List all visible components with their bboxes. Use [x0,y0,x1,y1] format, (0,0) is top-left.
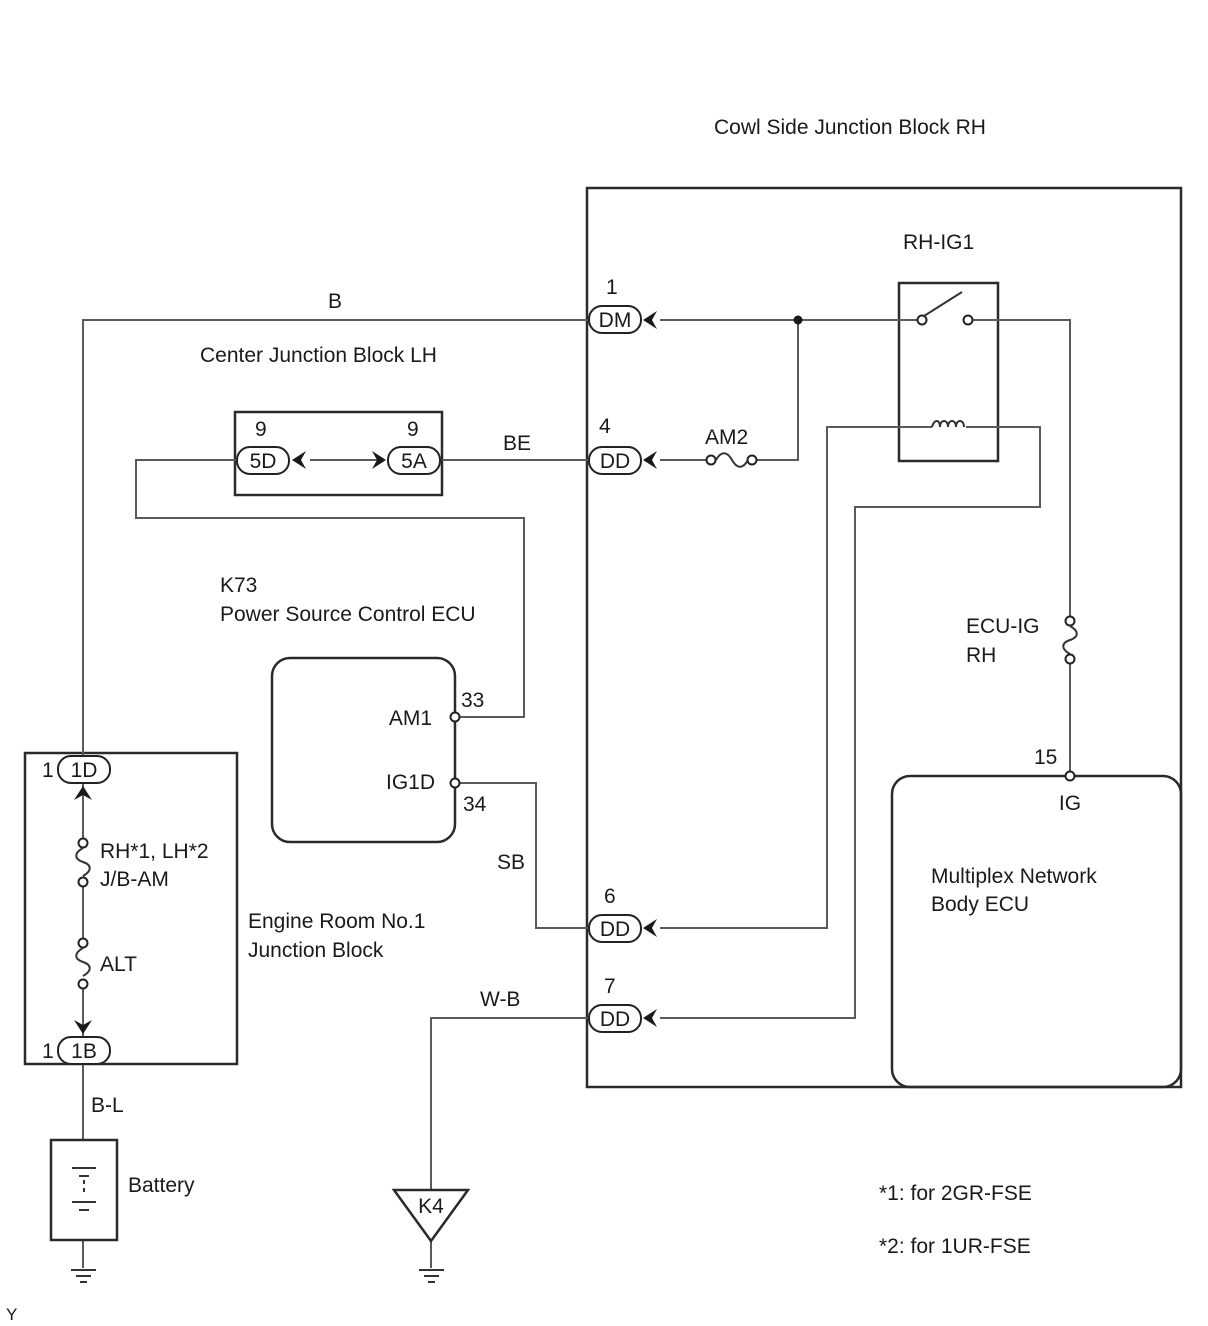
pin-ig [1064,770,1076,782]
fuse-jb-am-label-1: RH*1, LH*2 [100,840,209,863]
multiplex-network-body-ecu [890,774,1183,1089]
fuse-ecu-ig-rh [1062,615,1078,665]
connector-dd-7: DD [588,1004,657,1033]
connector-dd-4-label: DD [600,450,630,473]
pin-ig1d-label: IG1D [386,771,435,794]
footnote-2: *2: for 1UR-FSE [879,1235,1031,1258]
pin-am1 [449,711,461,723]
wire-network [82,319,1071,1268]
connector-1b-label: 1B [71,1040,97,1063]
wire-b-label: B [328,290,342,313]
battery-symbol [49,1138,119,1242]
connector-1b: 1B [57,1020,111,1065]
pin-dd6-number: 6 [604,885,616,908]
pin-5d-number: 9 [255,418,267,441]
pin-5a-number: 9 [407,418,419,441]
pin-1d-number: 1 [42,759,54,782]
pin-ig-number: 15 [1034,746,1057,769]
cowl-side-title: Cowl Side Junction Block RH [714,116,986,139]
footnote-1: *1: for 2GR-FSE [879,1182,1032,1205]
fuse-ecu-ig-label-2: RH [966,644,996,667]
connector-dd-7-label: DD [600,1008,630,1031]
pin-dd7-number: 7 [604,975,616,998]
connector-dm: DM [588,305,657,334]
engine-room-title-2: Junction Block [248,939,384,962]
connector-dd-6: DD [588,914,657,943]
wire-wb-label: W-B [480,988,520,1011]
fuse-am2-label: AM2 [705,426,748,449]
pin-ig1d-number: 34 [463,793,487,816]
ecu-name: Power Source Control ECU [220,603,476,626]
connector-5a: 5A [372,446,441,475]
wire-sb-label: SB [497,851,525,874]
fuse-jb-am [75,837,91,888]
pin-am1-number: 33 [461,689,484,712]
ground-point-k4: K4 [391,1188,471,1244]
pin-1b-number: 1 [42,1040,54,1063]
battery-label: Battery [128,1174,195,1197]
fuse-ecu-ig-label-1: ECU-IG [966,615,1040,638]
center-junction-block [233,410,444,497]
ground-icon [71,1269,96,1283]
splice-dot [793,315,803,325]
engine-room-junction-block [23,751,239,1066]
fuse-alt [75,937,91,990]
relay-coil [931,420,965,428]
fuse-am2 [705,452,758,468]
connector-5a-label: 5A [401,450,427,473]
pin-dd4-number: 4 [599,415,611,438]
ground-k4-label: K4 [418,1195,444,1218]
relay-rh-ig1 [897,281,1000,463]
wire-bl-label: B-L [91,1094,124,1117]
power-source-control-ecu [270,656,457,844]
connector-dd-6-label: DD [600,918,630,941]
pin-dm-number: 1 [606,276,618,299]
body-ecu-title-1: Multiplex Network [931,865,1097,888]
engine-room-title-1: Engine Room No.1 [248,910,425,933]
pin-ig-label: IG [1059,792,1081,815]
relay-switch [916,291,974,326]
connector-1d: 1D [57,755,111,800]
ground-icon [419,1269,444,1283]
cowl-side-junction-block [585,186,1183,1089]
ecu-id: K73 [220,574,257,597]
corner-mark: Y [6,1305,17,1324]
pin-ig1d [449,777,461,789]
connector-1d-label: 1D [71,759,98,782]
fuse-alt-label: ALT [100,953,137,976]
connector-5d: 5D [236,446,306,475]
wire-be-label: BE [503,432,531,455]
connector-dd-4: DD [588,446,657,475]
fuse-jb-am-label-2: J/B-AM [100,868,169,891]
relay-label: RH-IG1 [903,231,974,254]
center-block-title: Center Junction Block LH [200,344,437,367]
pin-am1-label: AM1 [389,707,432,730]
connector-5d-label: 5D [250,450,277,473]
connector-dm-label: DM [599,309,632,332]
body-ecu-title-2: Body ECU [931,893,1029,916]
